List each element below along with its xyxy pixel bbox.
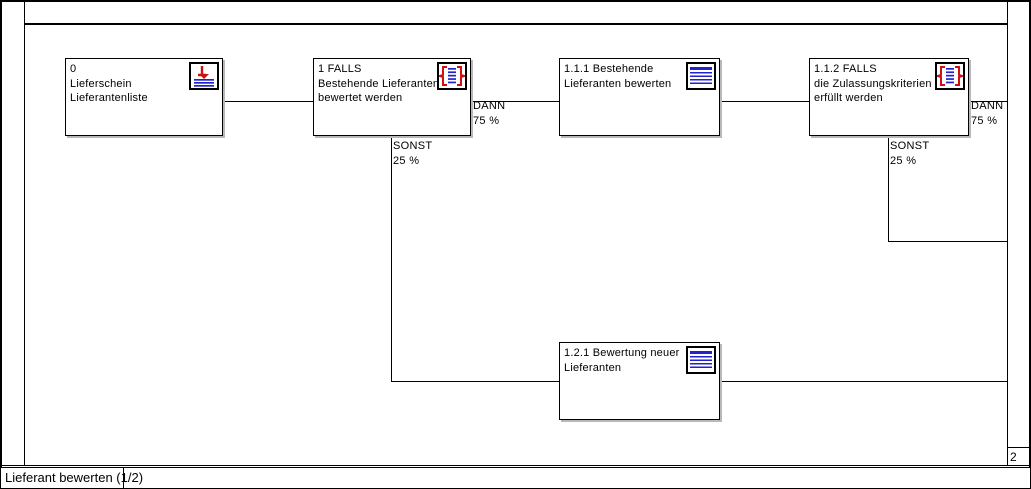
edge-value-n1-sonst-text: 25 % (393, 155, 420, 167)
connector-n112-dann-to-margin (969, 101, 1008, 102)
edge-label-n112-dann-text: DANN (971, 100, 1004, 112)
edge-value-n112-dann-text: 75 % (971, 115, 998, 127)
decision-condition-icon (935, 62, 965, 90)
flow-node-0-label: 0 Lieferschein Lieferantenliste (70, 63, 148, 104)
edge-label-n1-sonst-text: SONST (393, 140, 433, 152)
edge-value-n112-sonst-text: 25 % (890, 155, 917, 167)
connector-n112-sonst-vertical (888, 136, 889, 241)
decision-condition-icon (437, 62, 467, 90)
connector-n0-to-n1 (223, 101, 313, 102)
flow-node-0[interactable]: 0 Lieferschein Lieferantenliste (65, 58, 223, 136)
page-frame-right-rule (1007, 1, 1008, 466)
connector-n111-to-n112 (720, 101, 809, 102)
flow-node-1-1-2-label: 1.1.2 FALLS die Zulassungskriterien erfü… (814, 63, 932, 104)
document-lines-icon (686, 346, 716, 374)
flow-node-1-1-2[interactable]: 1.1.2 FALLS die Zulassungskriterien erfü… (809, 58, 969, 136)
edge-value-n1-sonst: 25 % (393, 155, 419, 168)
edge-value-n1-dann-text: 75 % (473, 115, 500, 127)
flow-node-1[interactable]: 1 FALLS Bestehende Lieferanten bewertet … (313, 58, 471, 136)
connector-n1-sonst-vertical (391, 136, 392, 381)
edge-label-n1-dann-text: DANN (473, 100, 506, 112)
connector-n121-to-margin (720, 381, 1008, 382)
flow-node-1-label: 1 FALLS Bestehende Lieferanten bewertet … (318, 63, 440, 104)
page-number: 2 (1007, 447, 1030, 466)
status-bar-divider (123, 467, 124, 488)
flow-node-1-2-1-label: 1.2.1 Bewertung neuer Lieferanten (564, 347, 680, 374)
connector-n1-dann-to-n111 (471, 101, 559, 102)
edge-value-n112-dann: 75 % (971, 115, 997, 128)
page-frame-bottom-rule (1, 465, 1030, 466)
edge-label-n112-sonst-text: SONST (890, 140, 930, 152)
flow-node-1-1-1[interactable]: 1.1.1 Bestehende Lieferanten bewerten (559, 58, 720, 136)
edge-label-n112-sonst: SONST (890, 140, 929, 153)
edge-label-n112-dann: DANN (971, 100, 1003, 113)
edge-label-n1-dann: DANN (473, 100, 505, 113)
page-frame-top-rule (24, 23, 1008, 25)
flow-node-1-1-1-label: 1.1.1 Bestehende Lieferanten bewerten (564, 63, 672, 90)
edge-value-n1-dann: 75 % (473, 115, 499, 128)
document-lines-icon (686, 62, 716, 90)
start-document-icon (189, 62, 219, 90)
edge-label-n1-sonst: SONST (393, 140, 432, 153)
status-bar: Lieferant bewerten (1/2) (1, 467, 1030, 488)
connector-n1-sonst-horizontal (391, 381, 559, 382)
connector-n112-sonst-horizontal (888, 241, 1008, 242)
page-frame-left-rule (24, 1, 25, 466)
edge-value-n112-sonst: 25 % (890, 155, 916, 168)
flow-node-1-2-1[interactable]: 1.2.1 Bewertung neuer Lieferanten (559, 342, 720, 420)
